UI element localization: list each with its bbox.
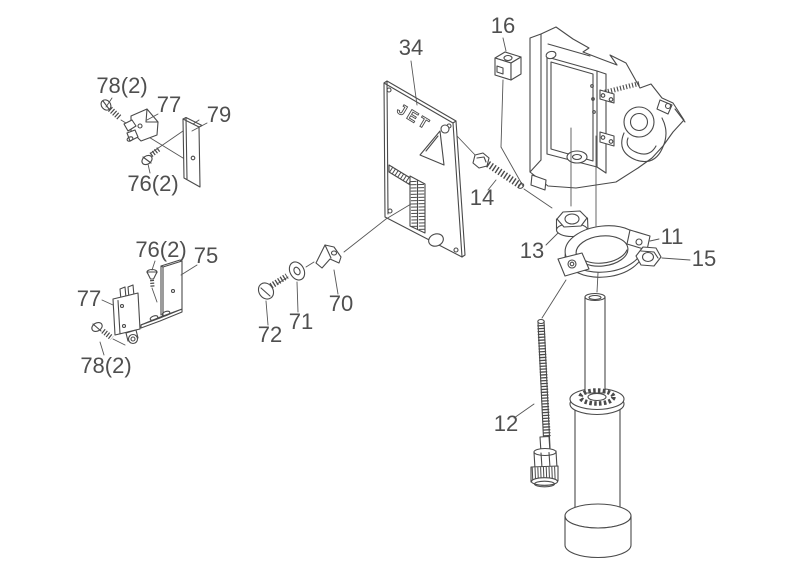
stop-block-16 (494, 51, 522, 81)
screw-76-mid (146, 268, 158, 288)
front-panel-34: JET (383, 80, 466, 258)
switch-plate-79 (182, 116, 203, 188)
callout-16: 16 (491, 13, 515, 38)
hex-bolt-14 (472, 152, 525, 189)
callout-13: 13 (520, 238, 544, 263)
callout-11: 11 (661, 224, 684, 249)
callout-77-top: 77 (157, 92, 181, 117)
callout-76-mid: 76(2) (135, 237, 186, 262)
clamp-collar-11 (557, 225, 651, 278)
quill-cylinder-assembly (564, 292, 632, 559)
callout-78-top: 78(2) (96, 73, 147, 98)
pointer-70 (315, 244, 342, 269)
callout-71: 71 (289, 309, 313, 334)
quill-shaft (584, 296, 606, 394)
panel-large-hole (428, 233, 444, 247)
callout-70: 70 (329, 291, 353, 316)
switch-assembly-top (100, 99, 203, 188)
callout-76-top: 76(2) (127, 171, 178, 196)
stud-boss (566, 150, 588, 164)
bearing-balls (578, 388, 616, 406)
callout-79: 79 (207, 102, 231, 127)
vertical-alignment-lines (570, 127, 599, 293)
callout-labels: 78(2) 77 79 76(2) 76(2) 75 77 78(2) 34 1… (77, 13, 716, 436)
panel-triangle-graphic (419, 130, 445, 166)
callout-15: 15 (692, 246, 716, 271)
callout-72: 72 (258, 322, 282, 347)
screw-78-top (100, 99, 123, 121)
callout-75: 75 (194, 243, 218, 268)
screw-72 (257, 273, 289, 300)
screw-76-top (141, 147, 161, 166)
callout-14: 14 (470, 185, 494, 210)
callout-34: 34 (399, 35, 423, 60)
limit-switch-77-top (123, 108, 159, 142)
depth-rod-12 (530, 318, 559, 488)
callout-78-mid: 78(2) (80, 353, 131, 378)
callout-77-mid: 77 (77, 286, 101, 311)
panel-hole (440, 124, 450, 134)
hex-nut-15 (635, 246, 662, 267)
screw-78-mid (91, 322, 114, 341)
bracket-75 (140, 259, 183, 329)
washer-71 (288, 261, 306, 281)
switch-assembly-bracket (91, 259, 183, 345)
head-casting (529, 26, 686, 191)
callout-12: 12 (494, 411, 518, 436)
callout-leader-lines (99, 37, 691, 419)
limit-switch-77-mid (112, 284, 141, 345)
